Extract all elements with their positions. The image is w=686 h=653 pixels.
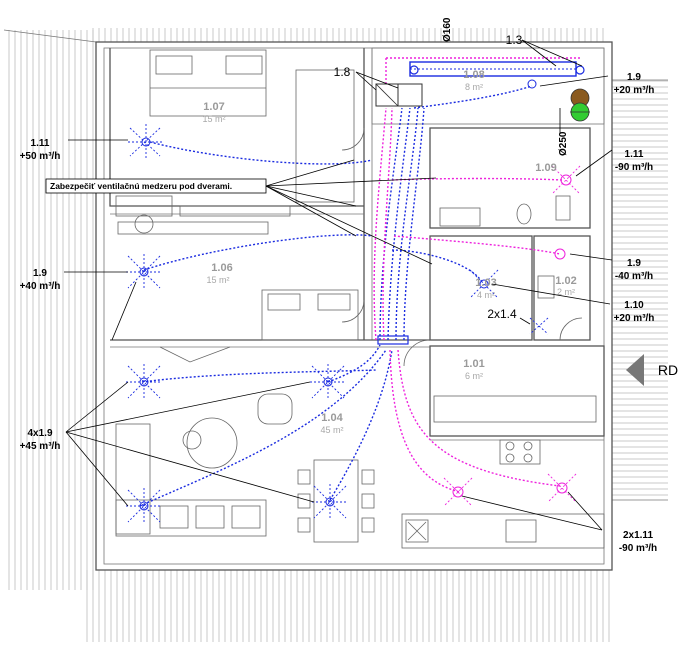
entrance-marker: RD xyxy=(626,354,678,386)
label-111-left-flow: +50 m³/h xyxy=(20,151,61,162)
entrance-label: RD xyxy=(658,362,678,378)
label-13: 1.3 xyxy=(506,33,523,47)
valve-103 xyxy=(479,279,489,289)
exhaust-valve-kitchen-b xyxy=(556,482,568,494)
label-19-top-right-code: 1.9 xyxy=(627,72,641,83)
label-18: 1.8 xyxy=(334,65,351,79)
room-area-104: 45 m² xyxy=(320,425,343,435)
ventilation-note-box: Zabezpečiť ventilačnú medzeru pod dveram… xyxy=(45,178,267,194)
roof-outlets xyxy=(570,88,590,122)
label-d160: Ø160 xyxy=(442,17,453,42)
room-area-101: 6 m² xyxy=(465,371,483,381)
exhaust-valve-kitchen-a xyxy=(452,486,464,498)
exhaust-ducts xyxy=(373,57,580,493)
room-number-107: 1.07 xyxy=(203,101,224,113)
supply-ducts xyxy=(139,85,533,507)
leader-lines xyxy=(64,39,613,531)
supply-valve-markers xyxy=(126,79,549,524)
room-area-102: 2 m² xyxy=(557,287,575,297)
room-number-103: 1.03 xyxy=(475,277,496,289)
room-number-102: 1.02 xyxy=(555,275,576,287)
room-number-104: 1.04 xyxy=(321,412,343,424)
label-111-left-code: 1.11 xyxy=(31,138,50,149)
valve-108 xyxy=(527,79,537,89)
exhaust-valve-109 xyxy=(560,174,572,186)
label-19-left-flow: +40 m³/h xyxy=(20,281,61,292)
room-area-107: 15 m² xyxy=(202,114,225,124)
label-2x14: 2x1.4 xyxy=(487,307,517,321)
room-number-106: 1.06 xyxy=(211,262,232,274)
furniture xyxy=(115,49,605,549)
room-number-108: 1.08 xyxy=(463,69,484,81)
label-19-left-code: 1.9 xyxy=(33,268,47,279)
label-2x111-flow: -90 m³/h xyxy=(619,543,657,554)
exhaust-valve-markers xyxy=(443,165,581,507)
room-area-106: 15 m² xyxy=(206,275,229,285)
exhaust-valve-102 xyxy=(554,248,566,260)
label-4x19-code: 4x1.9 xyxy=(27,428,52,439)
label-110-right-flow: +20 m³/h xyxy=(614,313,655,324)
interior-walls xyxy=(109,47,605,441)
room-number-101: 1.01 xyxy=(463,358,484,370)
label-110-right-code: 1.10 xyxy=(624,300,644,311)
room-area-108: 8 m² xyxy=(465,82,483,92)
room-area-103: 4 m² xyxy=(477,290,495,300)
label-2x111-code: 2x1.11 xyxy=(623,530,653,541)
label-111-right-code: 1.11 xyxy=(625,149,644,160)
outer-walls xyxy=(95,41,613,571)
label-111-right-flow: -90 m³/h xyxy=(615,162,653,173)
roof-hatching xyxy=(3,28,668,642)
flow-labels: 1.11 +50 m³/h 1.9 +40 m³/h 4x1.9 +45 m³/… xyxy=(20,17,658,554)
label-d250: Ø250 xyxy=(558,131,569,156)
label-19-mid-right-code: 1.9 xyxy=(627,258,641,269)
room-labels: 1.07 15 m² 1.06 15 m² 1.04 45 m² 1.01 6 … xyxy=(202,69,576,435)
label-4x19-flow: +45 m³/h xyxy=(20,441,61,452)
label-19-mid-right-flow: -40 m³/h xyxy=(615,271,653,282)
label-19-top-right-flow: +20 m³/h xyxy=(614,85,655,96)
ventilation-note: Zabezpečiť ventilačnú medzeru pod dveram… xyxy=(50,181,232,191)
room-number-109: 1.09 xyxy=(535,162,556,174)
air-handling-unit xyxy=(375,61,585,107)
